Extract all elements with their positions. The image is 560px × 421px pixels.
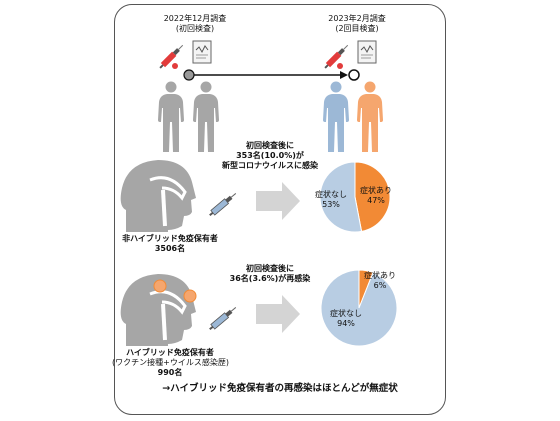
test-report-icon xyxy=(192,40,212,64)
pie-1-symptomatic-label: 症状あり xyxy=(364,271,396,280)
flow-arrow-icon xyxy=(256,182,300,220)
hybrid-group-note: (ワクチン接種+ウイルス感染歴) xyxy=(112,358,229,367)
hybrid-infection-line1: 初回検査後に xyxy=(246,264,294,273)
head-profile-icon-2 xyxy=(120,274,196,346)
second-survey-label: 2023年2月調査 xyxy=(328,14,386,23)
pie-chart-non-hybrid xyxy=(319,161,391,233)
pie-1-symptomatic-value: 6% xyxy=(373,281,387,290)
pie-0-symptomatic-label: 症状あり xyxy=(360,186,392,195)
blood-drop-icon-2 xyxy=(337,63,343,69)
first-survey-label: 2022年12月調査 xyxy=(163,14,227,23)
flow-arrow-icon-2 xyxy=(256,295,300,333)
timeline-arrowhead xyxy=(340,71,348,79)
hybrid-group-count: 990名 xyxy=(157,368,183,377)
hybrid-group-name: ハイブリッド免疫保有者 xyxy=(126,348,214,357)
non-hybrid-group-name: 非ハイブリッド免疫保有者 xyxy=(122,234,218,243)
non-hybrid-infection-line1: 初回検査後に xyxy=(246,141,294,150)
pie-1-asymptomatic-value: 94% xyxy=(337,319,355,328)
pie-0-asymptomatic-value: 53% xyxy=(322,200,340,209)
pie-0-slice-asymptomatic xyxy=(319,161,363,233)
syringe-icon xyxy=(159,44,184,69)
first-test-label: (初回検査) xyxy=(175,24,215,33)
non-hybrid-infection-line3: 新型コロナウイルスに感染 xyxy=(222,161,318,170)
blood-drop-icon xyxy=(172,63,178,69)
head-profile-icon xyxy=(120,160,196,232)
timeline-end-dot xyxy=(348,69,360,81)
non-hybrid-infection-line2: 353名(10.0%)が xyxy=(236,151,304,160)
syringe-icon-4 xyxy=(209,307,237,331)
syringe-icon-3 xyxy=(209,193,237,217)
syringe-icon-2 xyxy=(324,44,349,69)
test-report-icon-2 xyxy=(357,40,377,64)
pie-chart-hybrid xyxy=(320,269,398,347)
pie-0-asymptomatic-label: 症状なし xyxy=(315,190,347,199)
pie-0-symptomatic-value: 47% xyxy=(367,196,385,205)
conclusion-text: →ハイブリッド免疫保有者の再感染はほとんどが無症状 xyxy=(162,383,398,394)
infographic-frame xyxy=(114,4,446,415)
pie-1-slice-asymptomatic xyxy=(320,269,398,347)
non-hybrid-group-count: 3506名 xyxy=(154,244,186,253)
pie-1-asymptomatic-label: 症状なし xyxy=(330,309,362,318)
person-icon-orange xyxy=(357,81,383,152)
second-test-label: (2回目検査) xyxy=(335,24,379,33)
timeline-start-dot xyxy=(183,69,195,81)
immunity-badge-icon-2 xyxy=(183,289,197,303)
immunity-badge-icon xyxy=(153,279,167,293)
pie-0-slice-symptomatic xyxy=(354,161,391,232)
person-icon-gray-1 xyxy=(158,81,184,152)
hybrid-infection-line2: 36名(3.6%)が再感染 xyxy=(229,274,311,283)
